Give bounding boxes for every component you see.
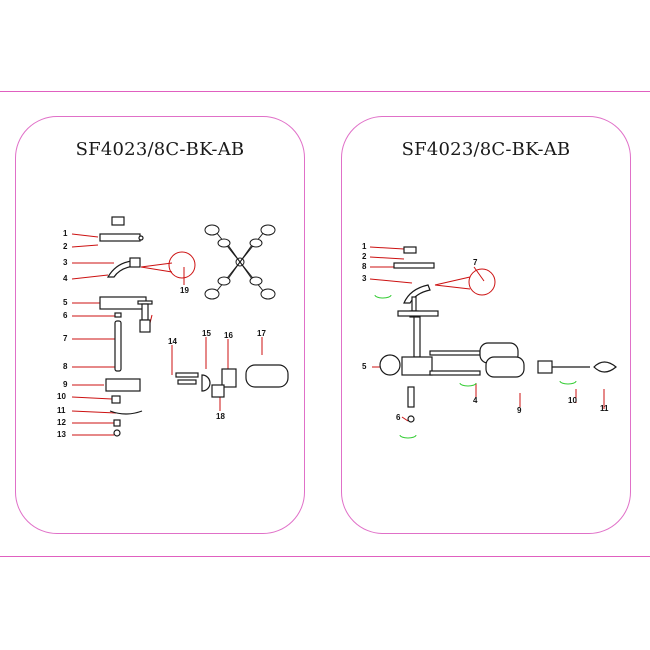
callout-label: 12 [57,418,66,427]
bulb-cup [201,374,211,392]
callout-label: 16 [224,331,233,340]
lower-shade [485,356,525,378]
mounting-bracket [99,233,141,242]
callout-label: 4 [63,274,68,283]
callout-label: 14 [168,337,177,346]
callout-label: 18 [216,412,225,421]
callout-label: 3 [63,258,68,267]
center-body [105,378,141,392]
top-view-diagram [204,224,276,300]
wiring-callout-right [434,268,496,296]
callout-label: 8 [63,362,68,371]
finial-ball [407,415,415,423]
callout-label: 9 [63,380,68,389]
glass-shade [245,364,289,388]
arm-rod-lower [177,379,197,385]
right-panel: SF4023/8C-BK-AB 1 2 8 3 7 [341,116,631,534]
callout-label: 15 [202,329,211,338]
callout-label: 5 [63,298,68,307]
bottom-guide-line [0,556,650,557]
candle-bulb [593,361,617,373]
bulb-socket [221,368,237,388]
callout-label: 1 [362,242,367,251]
callout-labels-right: 1 2 8 3 7 5 4 9 10 11 6 [362,242,609,422]
down-rod [413,316,421,358]
right-panel-title: SF4023/8C-BK-AB [401,139,571,160]
callout-label: 10 [568,396,577,405]
wire-connector [129,257,141,268]
bottom-nut [111,395,121,404]
center-body [401,356,433,376]
hook-stem [411,296,417,312]
center-hub [379,354,401,376]
callout-label: 17 [257,329,266,338]
top-guide-line [0,91,650,92]
callout-label: 6 [396,413,401,422]
callout-label: 2 [362,252,367,261]
left-panel-title: SF4023/8C-BK-AB [75,139,245,160]
assembly-diagram: 1 2 8 3 7 5 4 9 10 11 6 [362,242,617,439]
ceiling-arm [403,284,431,304]
upper-arm [429,350,481,356]
socket-cover [211,384,225,398]
mounting-screw-top [403,246,417,254]
canopy-plate [397,310,439,317]
callout-labels-left: 1 2 3 4 5 6 7 8 9 10 11 12 13 14 15 16 1… [57,229,266,439]
rotation-markers [374,294,577,439]
callout-label: 1 [63,229,68,238]
mounting-screws [111,216,125,226]
wiring-callout-left [168,251,196,279]
callout-label: 7 [63,334,68,343]
left-panel: SF4023/8C-BK-AB [15,116,305,534]
lower-arm [429,370,481,376]
callout-label: 8 [362,262,367,271]
hook-stem [141,303,149,321]
rotate-arrow-icon [459,382,477,387]
callout-label: 19 [180,286,189,295]
rotate-arrow-icon [374,294,392,299]
rotate-arrow-icon [559,380,577,385]
arm-rod [175,372,199,378]
callout-label: 2 [63,242,68,251]
chandelier-parts-right [379,246,617,423]
chandelier-parts-left [99,216,289,437]
callout-label: 7 [473,258,478,267]
down-rod [114,320,122,372]
callout-label: 3 [362,274,367,283]
callout-label: 11 [600,404,609,413]
exploded-parts-diagram: 1 2 3 4 5 6 7 8 9 10 11 12 13 14 15 16 1… [57,216,289,439]
bulb-socket [537,360,553,374]
lock-nut [114,312,122,318]
hook-body [139,319,151,333]
callout-label: 6 [63,311,68,320]
finial-ring [113,419,121,427]
callout-label: 5 [362,362,367,371]
callout-label: 13 [57,430,66,439]
callout-label: 10 [57,392,66,401]
callout-label: 9 [517,406,522,415]
bracket-screw [138,235,144,241]
rotate-arrow-icon [399,434,417,439]
callout-label: 11 [57,406,66,415]
finial-ball [113,429,121,437]
finial-rod [407,386,415,408]
glass-dish [109,410,143,415]
callout-label: 4 [473,396,478,405]
mounting-bracket [393,262,435,269]
